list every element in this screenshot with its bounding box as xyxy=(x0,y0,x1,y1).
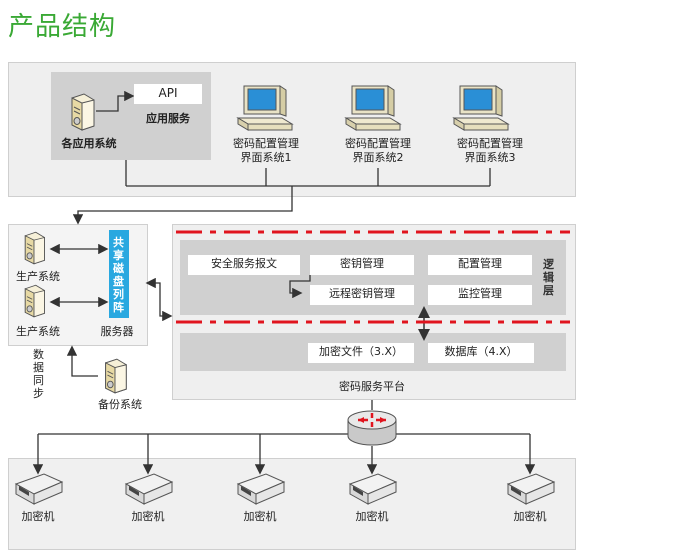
backup-system-label: 备份系统 xyxy=(98,398,142,411)
monitor-mgmt-box: 监控管理 xyxy=(428,285,532,305)
remote-key-mgmt-box: 远程密钥管理 xyxy=(310,285,414,305)
crypto-machine-4-icon xyxy=(348,472,398,506)
mgmt-ui-3-line1: 密码配置管理 xyxy=(457,137,523,150)
mgmt-ui-2-line2: 界面系统2 xyxy=(352,151,404,164)
app-service-label: 应用服务 xyxy=(146,112,190,125)
mgmt-ui-1-line1: 密码配置管理 xyxy=(233,137,299,150)
app-server-icon xyxy=(66,92,98,132)
crypto-machine-5-label: 加密机 xyxy=(513,510,547,523)
mgmt-ui-1-line2: 界面系统1 xyxy=(240,151,292,164)
shared-disk-array xyxy=(109,230,129,318)
crypto-machine-4-label: 加密机 xyxy=(355,510,389,523)
platform-name: 密码服务平台 xyxy=(339,380,405,393)
backup-server-icon xyxy=(100,357,130,395)
crypto-machine-2-label: 加密机 xyxy=(131,510,165,523)
config-mgmt-box: 配置管理 xyxy=(428,255,532,275)
encrypted-file-box: 加密文件（3.X） xyxy=(308,343,414,363)
database-box: 数据库（4.X） xyxy=(428,343,534,363)
app-system-label: 各应用系统 xyxy=(61,137,117,150)
production-system-2-label: 生产系统 xyxy=(16,325,60,338)
production-system-1-label: 生产系统 xyxy=(16,270,60,283)
crypto-machine-5-icon xyxy=(506,472,556,506)
production-server-2-icon xyxy=(20,283,48,319)
crypto-machine-3-icon xyxy=(236,472,286,506)
api-box: API xyxy=(134,84,202,104)
mgmt-pc-2-icon xyxy=(344,84,404,134)
bottom-panel xyxy=(8,458,576,550)
mgmt-ui-2-line1: 密码配置管理 xyxy=(345,137,411,150)
mgmt-ui-3-line2: 界面系统3 xyxy=(464,151,516,164)
logic-layer-label: 逻辑层 xyxy=(543,258,554,297)
crypto-machine-3-label: 加密机 xyxy=(243,510,277,523)
data-sync-label: 数据同步 xyxy=(33,348,44,400)
server-label: 服务器 xyxy=(100,325,134,338)
mgmt-pc-1-icon xyxy=(236,84,296,134)
page-title: 产品结构 xyxy=(8,12,117,42)
crypto-machine-1-icon xyxy=(14,472,64,506)
crypto-machine-1-label: 加密机 xyxy=(21,510,55,523)
mgmt-pc-3-icon xyxy=(452,84,512,134)
secure-message-box: 安全服务报文 xyxy=(188,255,300,275)
router-icon xyxy=(347,410,397,446)
shared-disk-array-label: 共享磁盘列阵 xyxy=(113,236,124,314)
key-mgmt-box: 密钥管理 xyxy=(310,255,414,275)
crypto-machine-2-icon xyxy=(124,472,174,506)
production-server-1-icon xyxy=(20,230,48,266)
